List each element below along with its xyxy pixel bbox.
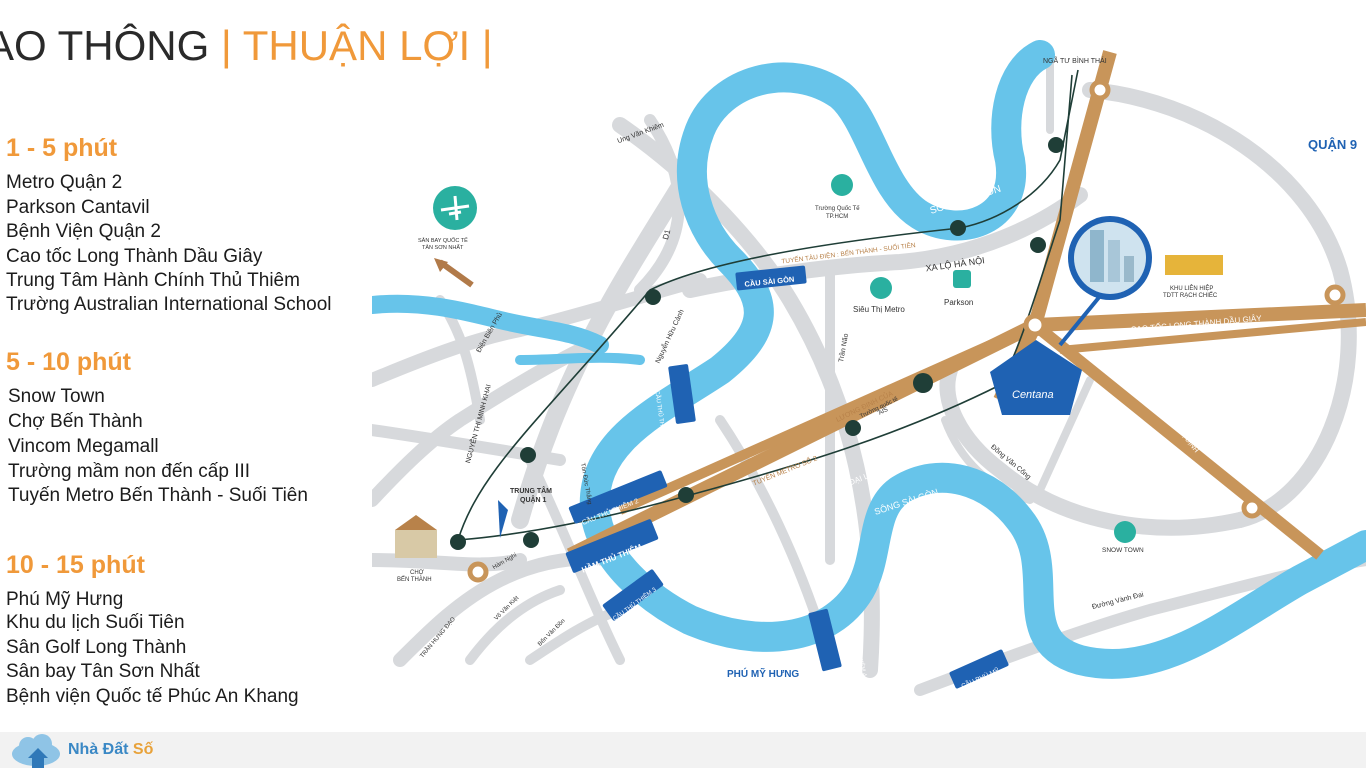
snow-town-icon: [1114, 521, 1136, 543]
centana-marker: [990, 216, 1152, 415]
list-item: Metro Quận 2: [6, 172, 123, 193]
list-item: Cao tốc Long Thành Dầu Giây: [6, 246, 263, 267]
list-item: Trường Australian International School: [6, 294, 332, 315]
cloud-house-logo-icon: [12, 734, 60, 768]
logo-accent: Số: [132, 741, 154, 758]
page-title-accent: | THUẬN LỢI |: [220, 22, 493, 69]
list-item: Vincom Megamall: [8, 436, 159, 457]
list-item: Bệnh viện Quốc tế Phúc An Khang: [6, 686, 299, 707]
group-title-10-15: 10 - 15 phút: [6, 551, 145, 579]
location-map: NGÃ TƯ BÌNH THÁI QUẬN 9 SÔNG SÀI GÒN Trư…: [372, 40, 1366, 696]
label-cho-1: CHỢ: [410, 570, 424, 576]
label-d1: D1: [661, 228, 672, 241]
label-nga-tu: NGÃ TƯ BÌNH THÁI: [1043, 56, 1107, 65]
logo-main: Nhà Đất: [68, 741, 129, 758]
label-phu-my-hung: PHÚ MỸ HƯNG: [727, 667, 799, 680]
label-truong-quoc-te-2: TP.HCM: [826, 214, 848, 220]
ben-thanh-market-icon: [395, 530, 437, 558]
label-trung-tam-2: QUẬN 1: [520, 495, 547, 504]
label-cho-2: BẾN THÀNH: [397, 576, 432, 583]
label-khu-lien-hiep-1: KHU LIÊN HIỆP: [1170, 284, 1213, 292]
school-ais-icon: [913, 373, 933, 393]
list-item: Tuyến Metro Bến Thành - Suối Tiên: [8, 485, 308, 506]
school-icon: [831, 174, 853, 196]
label-snow-town: SNOW TOWN: [1102, 547, 1144, 554]
label-quan9: QUẬN 9: [1308, 137, 1357, 152]
list-item: Bệnh Viện Quận 2: [6, 221, 161, 242]
page-title-main: AO THÔNG: [0, 22, 210, 69]
footer: Nhà Đất Số: [0, 732, 1366, 768]
label-trung-tam-1: TRUNG TÂM: [510, 486, 552, 495]
label-parkson: Parkson: [944, 298, 973, 307]
bridge-badges: [565, 265, 1009, 689]
list-item: Chợ Bến Thành: [8, 411, 143, 432]
list-item: Sân bay Tân Sơn Nhất: [6, 661, 200, 682]
group-title-5-10: 5 - 10 phút: [6, 348, 132, 376]
label-khu-lien-hiep-2: TDTT RẠCH CHIẾC: [1163, 292, 1218, 299]
saigon-river: [372, 40, 1366, 679]
junctions: [467, 79, 1346, 583]
list-item: Phú Mỹ Hưng: [6, 589, 124, 610]
list-item: Trường mầm non đến cấp III: [8, 461, 251, 482]
label-san-bay-2: TÂN SƠN NHẤT: [422, 244, 464, 251]
label-nguyen-huu-canh: Nguyễn Hữu Cảnh: [653, 308, 686, 365]
label-truong-ais-2: AIS: [878, 407, 889, 417]
label-truong-quoc-te-1: Trường Quốc Tế: [815, 206, 860, 212]
group-title-1-5: 1 - 5 phút: [6, 134, 118, 162]
list-item: Parkson Cantavil: [6, 197, 150, 218]
list-item: Trung Tâm Hành Chính Thủ Thiêm: [6, 270, 300, 291]
page-title: AO THÔNG | THUẬN LỢI |: [0, 22, 493, 70]
list-item: Khu du lịch Suối Tiên: [6, 612, 185, 633]
bitexco-tower-icon: [498, 500, 508, 538]
label-tran-nao: Trần Não: [836, 333, 850, 363]
label-sieu-thi-metro: Siêu Thị Metro: [853, 305, 905, 314]
list-item: Sân Golf Long Thành: [6, 637, 187, 658]
shopping-bag-icon: [953, 270, 971, 288]
stadium-icon: [1165, 255, 1223, 275]
label-centana: Centana: [1012, 389, 1054, 401]
label-san-bay-1: SÂN BAY QUỐC TẾ: [418, 237, 468, 244]
list-item: Snow Town: [8, 386, 105, 407]
logo-text: Nhà Đất Số: [68, 741, 153, 759]
cart-icon: [870, 277, 892, 299]
metro-station-icons: [450, 137, 1064, 550]
poi-icons: [395, 174, 1223, 558]
airport-icon: [433, 186, 477, 288]
